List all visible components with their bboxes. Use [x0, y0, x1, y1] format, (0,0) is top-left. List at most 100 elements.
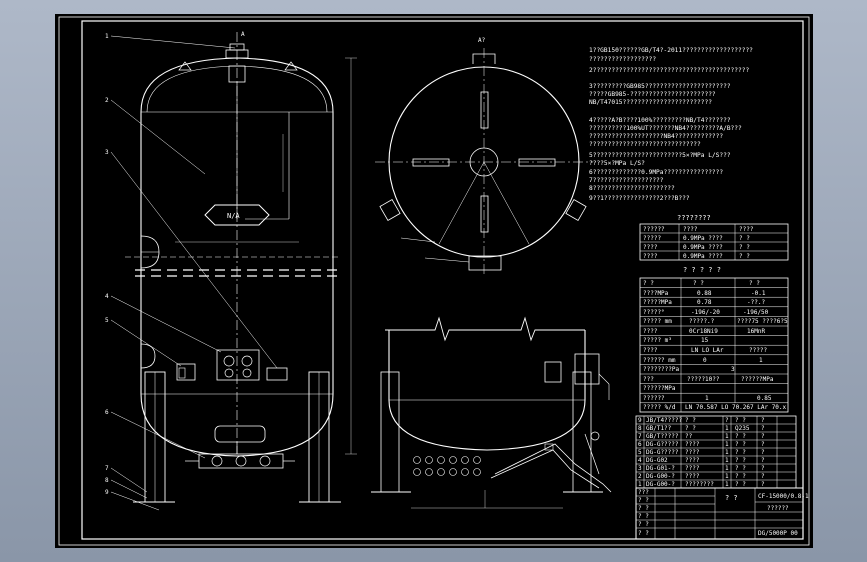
svg-text:??????: ?????? — [643, 395, 665, 402]
svg-text:????: ???? — [643, 328, 658, 335]
svg-text:? ?: ? ? — [735, 481, 746, 488]
svg-text:0.9MPa ????: 0.9MPa ???? — [683, 235, 723, 242]
svg-text:3: 3 — [731, 366, 735, 373]
svg-text:4?????A?B????100%?????????NB/T: 4?????A?B????100%?????????NB/T4??????? — [589, 117, 731, 124]
svg-text:?: ? — [761, 417, 765, 424]
svg-text:? ?: ? ? — [643, 280, 654, 287]
sub-name: ?????? — [767, 505, 789, 512]
svg-text:1: 1 — [638, 481, 642, 488]
svg-text:? ?: ? ? — [638, 505, 649, 512]
part-balloon: 1 — [105, 33, 109, 40]
svg-text:????????: ???????? — [677, 214, 711, 222]
svg-text:1: 1 — [725, 465, 729, 472]
drawing-canvas: 1 2 3 4 5 6 7 8 9 A N/A A? — [58, 16, 810, 546]
design-table: ???????? ?????? ???? ???? ????? 0.9MPa ?… — [639, 214, 789, 261]
svg-text:7: 7 — [638, 433, 642, 440]
side-elevation-view — [371, 316, 612, 509]
svg-text:DG-G02: DG-G02 — [646, 457, 668, 464]
svg-text:1: 1 — [725, 481, 729, 488]
svg-text:?: ? — [761, 481, 765, 488]
part-balloon: 6 — [105, 409, 109, 416]
view-label-a: A? — [478, 37, 486, 44]
svg-text:? ?: ? ? — [685, 417, 696, 424]
svg-text:?: ? — [725, 417, 729, 424]
svg-text:????: ???? — [685, 449, 700, 456]
part-balloon: 2 — [105, 97, 109, 104]
svg-text:? ?: ? ? — [735, 449, 746, 456]
svg-text:DG-G00-?: DG-G00-? — [646, 473, 675, 480]
svg-text:??????MPa: ??????MPa — [741, 376, 774, 383]
svg-text:1: 1 — [725, 425, 729, 432]
svg-text:? ?: ? ? — [739, 253, 750, 260]
svg-text:?: ? — [761, 473, 765, 480]
svg-text:????: ???? — [685, 473, 700, 480]
svg-text:5: 5 — [638, 449, 642, 456]
svg-text:8??????????????????????: 8?????????????????????? — [589, 185, 675, 192]
svg-text:2: 2 — [638, 473, 642, 480]
svg-text:0.9MPa ????: 0.9MPa ???? — [683, 244, 723, 251]
svg-text:Q235: Q235 — [735, 425, 750, 432]
svg-text:1: 1 — [705, 395, 709, 402]
svg-text:? ?: ? ? — [693, 280, 704, 287]
svg-text:-196/-20: -196/-20 — [691, 309, 720, 316]
bill-of-materials: 9 JB/T4????? ? ? ? ? ? ? 8 GB/T1?? ? ? 1… — [635, 415, 797, 489]
part-balloon: 8 — [105, 477, 109, 484]
svg-text:3?????????GB985???????????????: 3?????????GB985??????????????????????? — [589, 83, 731, 90]
svg-text:???: ??? — [638, 489, 649, 496]
title-block: ? ? CF-15000/0.8-1 ?????? DG/5000P 00 ??… — [635, 487, 809, 540]
svg-text:????????????????????NB4???????: ????????????????????NB4????????????? — [589, 133, 723, 140]
svg-text:????? mm: ????? mm — [643, 318, 672, 325]
svg-text:0: 0 — [703, 357, 707, 364]
svg-text:? ?: ? ? — [638, 513, 649, 520]
svg-text:7???????????????????: 7??????????????????? — [589, 177, 664, 184]
inner-frame — [81, 20, 804, 540]
svg-text:1: 1 — [725, 457, 729, 464]
svg-text:????: ???? — [685, 457, 700, 464]
section-mark-a: A — [241, 31, 245, 38]
svg-text:??????????????????????????????: ?????????????????????????????? — [589, 141, 701, 148]
svg-text:??????????100%UT???????NB4????: ??????????100%UT???????NB4?????????A/B??… — [589, 125, 742, 132]
svg-text:?????MPa: ?????MPa — [643, 299, 672, 306]
svg-text:-0.1: -0.1 — [751, 290, 766, 297]
svg-text:? ?: ? ? — [739, 235, 750, 242]
svg-text:1: 1 — [725, 449, 729, 456]
svg-text:????: ???? — [643, 347, 658, 354]
svg-text:??????MPa: ??????MPa — [643, 385, 676, 392]
svg-text:1: 1 — [725, 433, 729, 440]
svg-text:0Cr18Ni9: 0Cr18Ni9 — [689, 328, 718, 335]
svg-text:NB/T47015?????????????????????: NB/T47015???????????????????????? — [589, 99, 712, 106]
svg-text:?????.?: ?????.? — [689, 318, 715, 325]
svg-text:????: ???? — [643, 244, 658, 251]
technical-notes: 1??GB150??????GB/T4?-2011???????????????… — [589, 47, 753, 202]
drawing-number: DG/5000P 00 — [758, 530, 798, 537]
svg-text:LN LO LAr: LN LO LAr — [691, 347, 724, 354]
svg-text:????? %/d: ????? %/d — [643, 404, 676, 411]
part-balloon: 3 — [105, 149, 109, 156]
svg-text:1??GB150??????GB/T4?-2011?????: 1??GB150??????GB/T4?-2011???????????????… — [589, 47, 753, 54]
svg-text:3: 3 — [638, 465, 642, 472]
svg-text:????????: ???????? — [685, 481, 714, 488]
spec-table: ? ? ? ? ? ? ? ? ? ? ? ????MPa 0.88 -0.1 — [639, 266, 789, 413]
svg-text:? ? ? ? ?: ? ? ? ? ? — [683, 266, 721, 274]
svg-text:? ?: ? ? — [735, 441, 746, 448]
svg-text:????: ???? — [739, 226, 754, 233]
svg-text:-??.?: -??.? — [747, 299, 765, 306]
svg-text:????????Pa: ????????Pa — [643, 366, 680, 373]
svg-text:?????? mm: ?????? mm — [643, 357, 676, 364]
svg-text:?: ? — [761, 433, 765, 440]
svg-text:6?????????????0.9MPa??????????: 6?????????????0.9MPa???????????????? — [589, 169, 723, 176]
product-name: ? ? — [725, 494, 738, 502]
svg-text:????? m³: ????? m³ — [643, 337, 672, 344]
svg-text:?????°: ?????° — [643, 309, 665, 316]
svg-text:JB/T4?????: JB/T4????? — [646, 417, 683, 424]
svg-text:????MPa: ????MPa — [643, 290, 669, 297]
svg-text:0.9MPa ????: 0.9MPa ???? — [683, 253, 723, 260]
svg-text:?????10??: ?????10?? — [687, 376, 720, 383]
svg-text:15: 15 — [701, 337, 709, 344]
outer-frame — [58, 16, 810, 546]
svg-text:6: 6 — [638, 441, 642, 448]
front-elevation-view — [110, 32, 357, 511]
svg-text:0.78: 0.78 — [697, 299, 712, 306]
svg-text:????: ???? — [643, 253, 658, 260]
svg-text:? ?: ? ? — [735, 433, 746, 440]
